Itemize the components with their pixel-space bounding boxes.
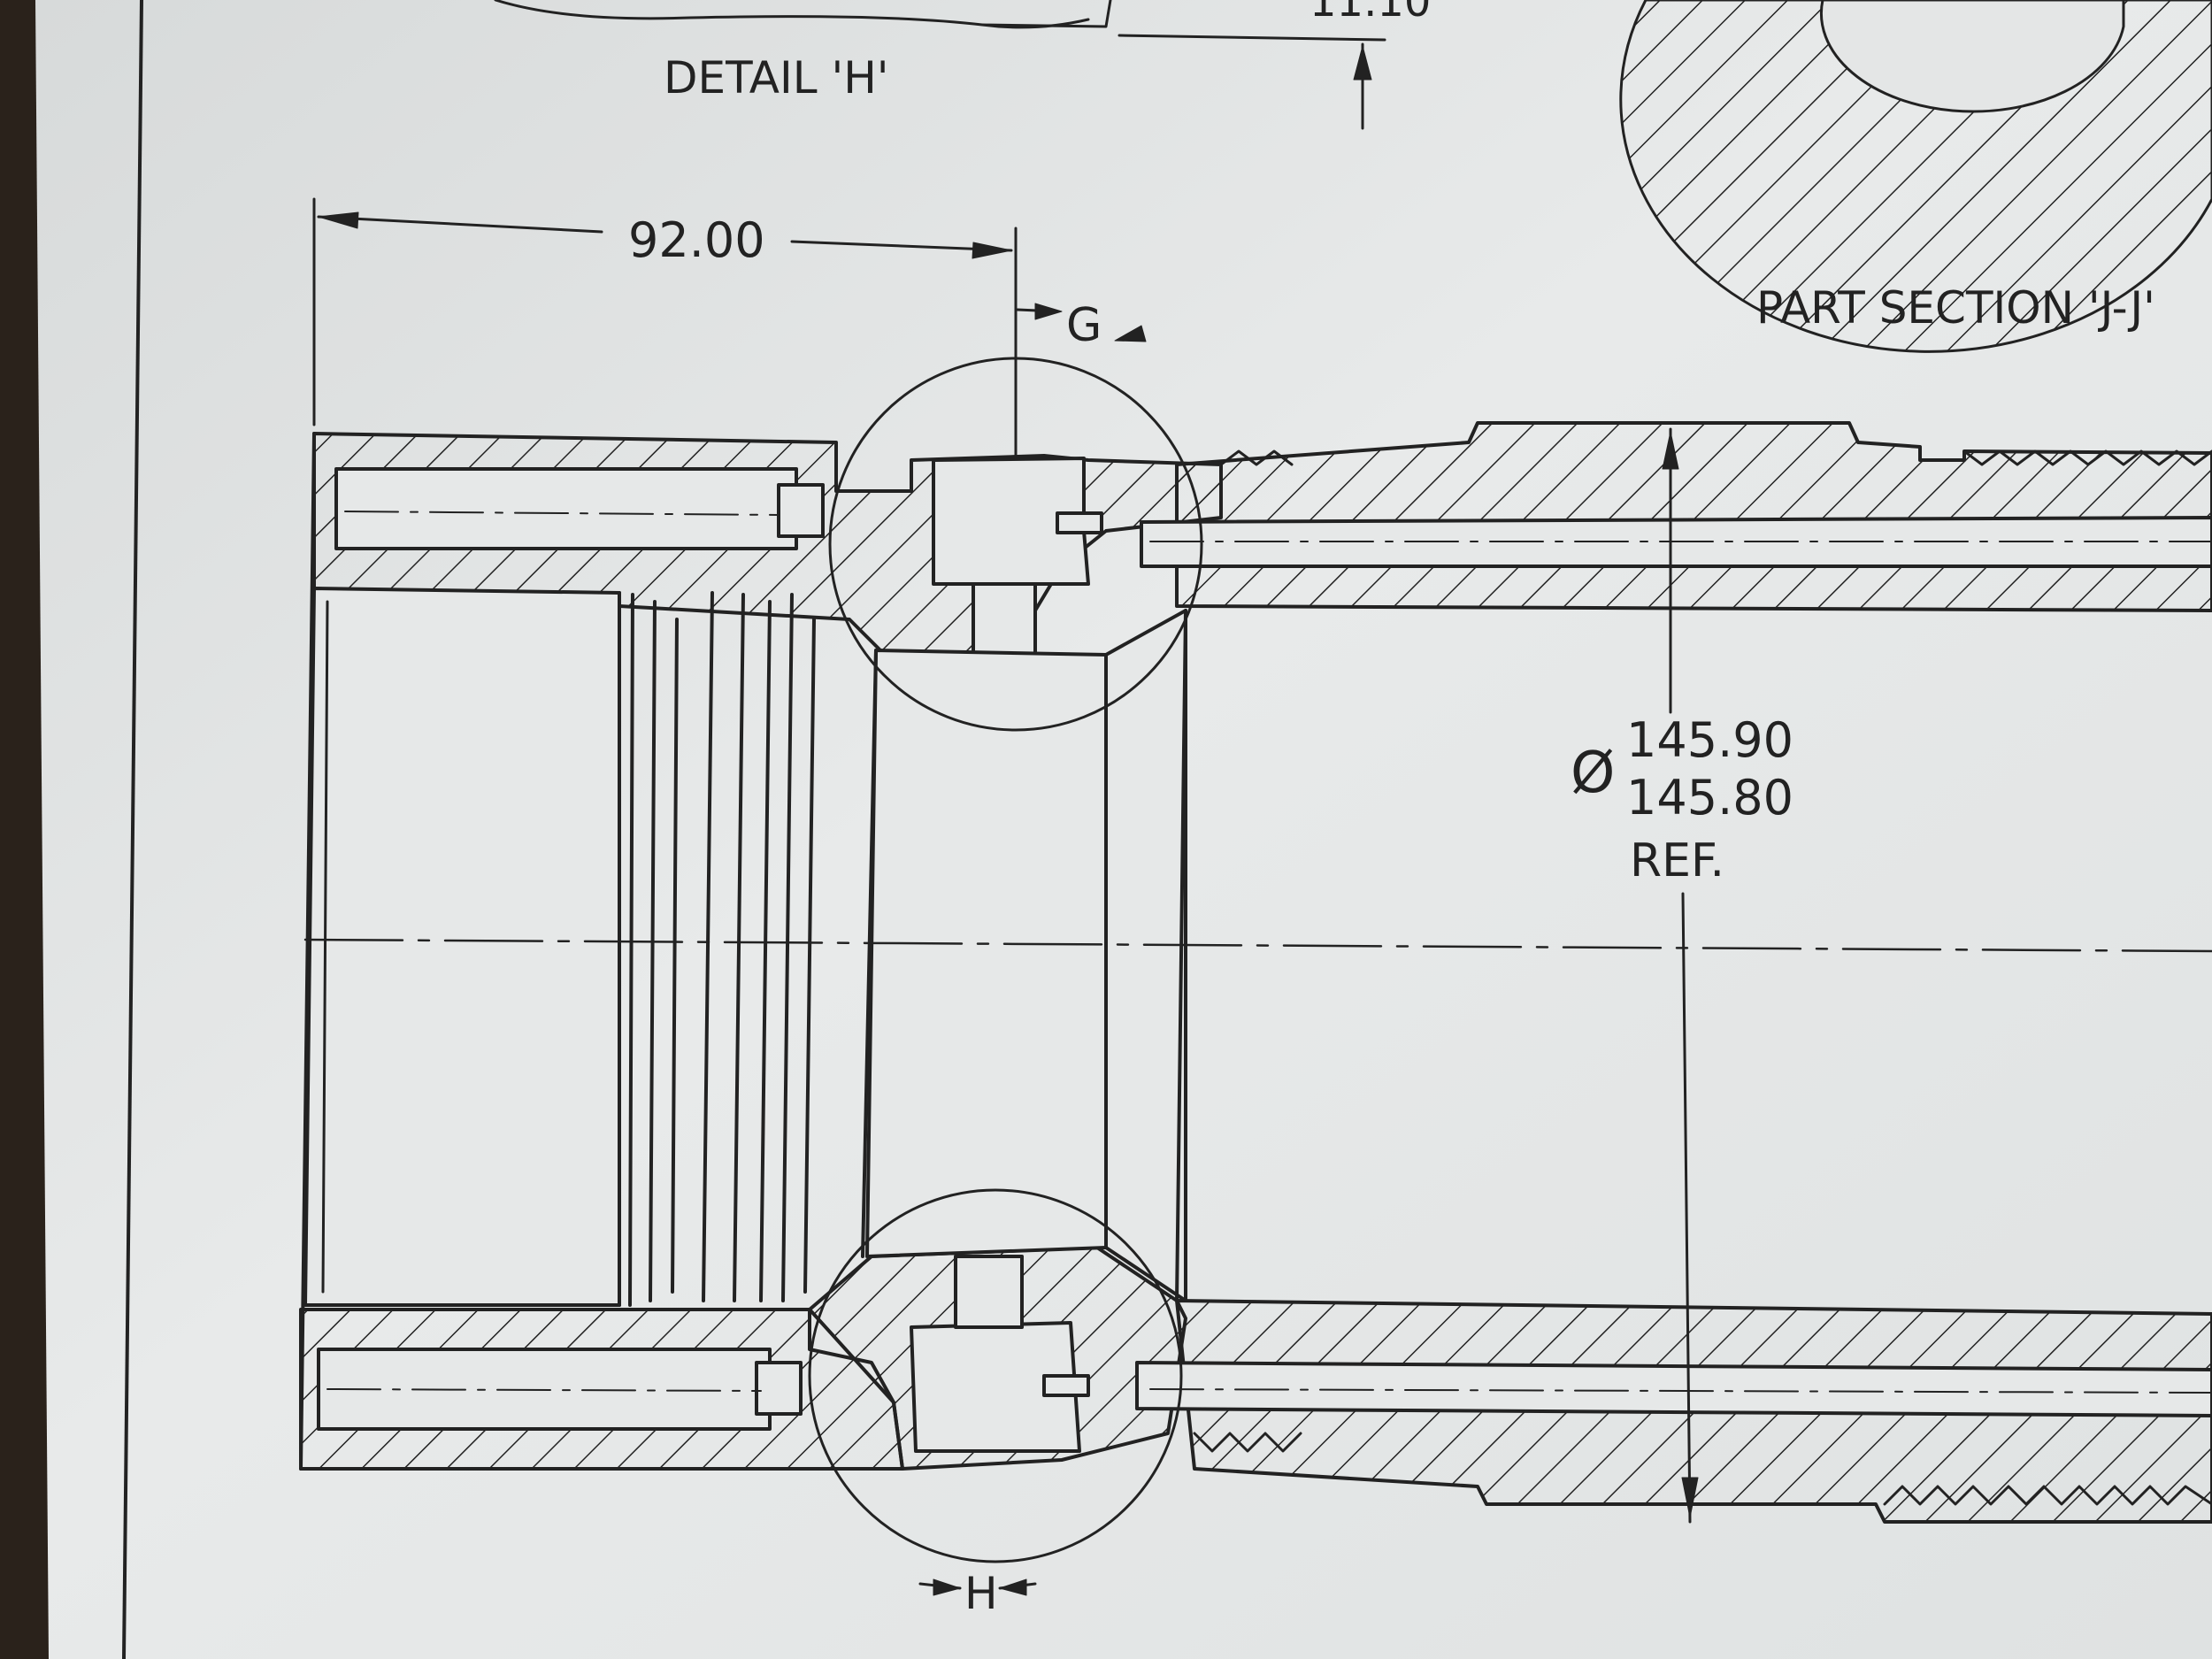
bore-passages	[317, 457, 2212, 1453]
detail-callout-g: G	[1066, 299, 1102, 352]
section-j-j-view	[1619, 0, 2212, 353]
detail-h-fragment	[494, 0, 1386, 130]
length-dimension-text: 92.00	[628, 212, 765, 268]
partial-dimension: 11.10	[1310, 0, 1431, 27]
detail-callout-h: H	[964, 1568, 998, 1619]
interior-bore	[299, 432, 1187, 1471]
detail-h-label: DETAIL 'H'	[664, 52, 889, 104]
detail-h-circle	[808, 1188, 1183, 1563]
callout-h-arrows	[918, 1578, 1037, 1596]
detail-g-circle	[828, 357, 1203, 732]
section-label: PART SECTION 'J-J'	[1756, 282, 2155, 334]
frame-border	[122, 0, 143, 1659]
centerline	[303, 938, 2212, 953]
diameter-upper-limit: 145.90	[1626, 712, 1793, 768]
diameter-dimension	[1662, 427, 1699, 1524]
callout-g-arrows	[1016, 303, 1147, 342]
diameter-note: REF.	[1630, 834, 1724, 887]
diameter-lower-limit: 145.80	[1626, 770, 1793, 826]
diameter-symbol: Ø	[1571, 741, 1615, 806]
